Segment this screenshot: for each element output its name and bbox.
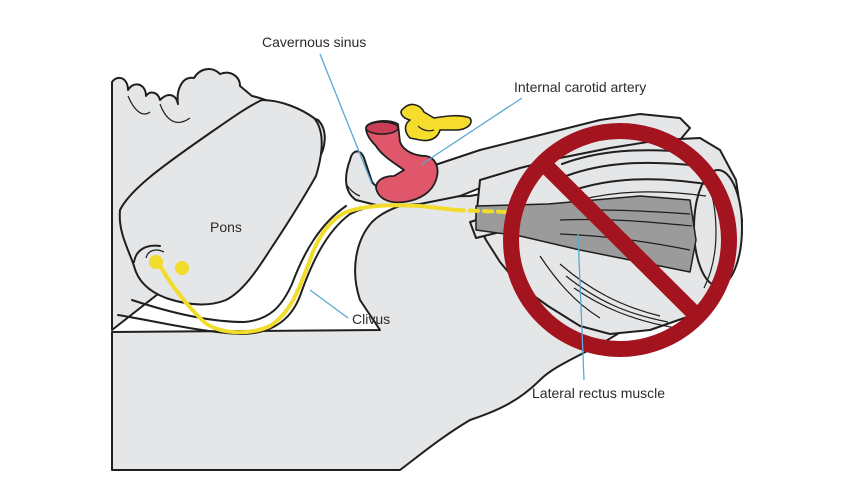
- label-pons: Pons: [210, 219, 242, 235]
- leader-clivus: [309, 289, 349, 319]
- prohibition-sign-icon: [503, 123, 737, 357]
- leader-cavernous-sinus: [319, 53, 373, 185]
- leader-lateral-rectus-muscle: [577, 233, 585, 381]
- leader-internal-carotid-artery: [421, 97, 523, 165]
- leader-lines: [309, 53, 585, 381]
- label-clivus: Clivus: [352, 311, 390, 327]
- label-cavernous-sinus: Cavernous sinus: [262, 34, 366, 50]
- abducens-nerve: [145, 203, 508, 335]
- internal-carotid-artery: [365, 120, 439, 204]
- label-internal-carotid-artery: Internal carotid artery: [514, 79, 646, 95]
- pituitary-gland: [400, 103, 472, 142]
- label-lateral-rectus-muscle: Lateral rectus muscle: [532, 385, 665, 401]
- pons: [118, 99, 323, 306]
